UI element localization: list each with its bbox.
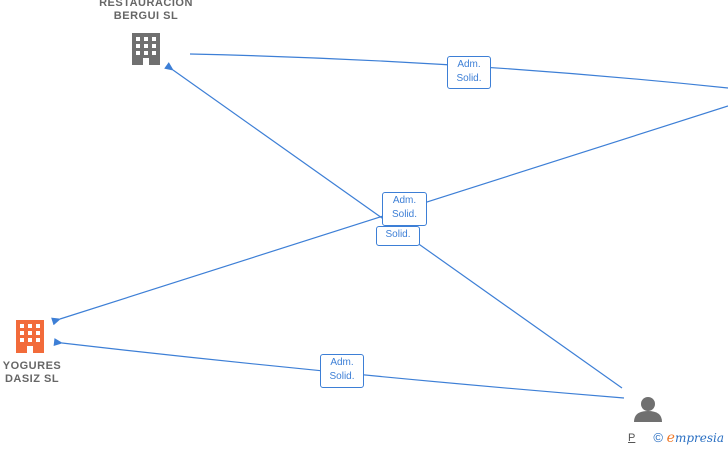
person-name[interactable]: P	[628, 432, 636, 444]
edge-label-line: Adm.	[457, 59, 481, 70]
edge-label-line: Solid.	[385, 229, 411, 240]
edge-label-line: Solid.	[456, 73, 482, 84]
edge-label-line: Adm.	[330, 357, 354, 368]
brand-rest: mpresia	[674, 431, 724, 445]
brand-e: e	[666, 430, 675, 446]
person-icon[interactable]	[634, 397, 662, 422]
name-line: YOGURES	[2, 360, 62, 372]
company-name-yogures[interactable]: YOGURES DASIZ SL	[0, 360, 72, 386]
name-line: RESTAURACION	[99, 0, 193, 9]
building-icon[interactable]	[16, 320, 44, 353]
company-name-restauracion[interactable]: RESTAURACION BERGUI SL	[96, 0, 196, 23]
edge-label[interactable]: Adm. Solid.	[320, 354, 364, 388]
edge-label-line: Adm.	[392, 195, 417, 206]
edge-label-line: Solid.	[391, 209, 417, 220]
brand-logo: © empresia	[653, 430, 724, 446]
copyright-icon: ©	[653, 430, 664, 445]
name-line: DASIZ SL	[4, 373, 60, 385]
edge-label[interactable]: Solid.	[376, 226, 420, 246]
edge-label[interactable]: Adm. Solid.	[447, 56, 491, 89]
name-line: BERGUI SL	[113, 10, 179, 22]
edge-label-line: Solid.	[329, 371, 355, 382]
building-icon[interactable]	[132, 33, 160, 65]
edge-label[interactable]: Adm. Solid.	[382, 192, 427, 226]
